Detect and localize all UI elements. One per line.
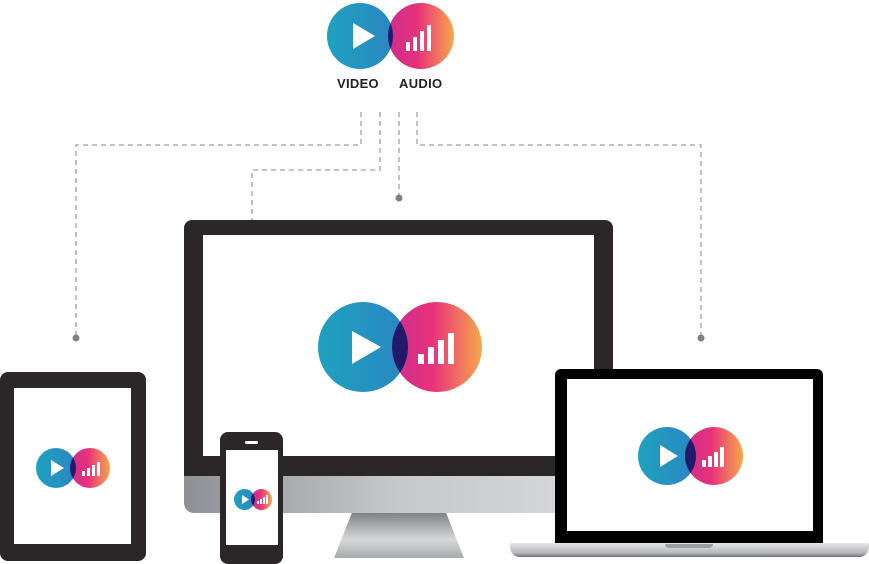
audio-label: AUDIO [399,76,443,91]
signal-bars-icon [257,495,268,504]
signal-bars-icon [406,25,431,51]
play-icon [51,460,64,476]
laptop-base [510,543,869,557]
play-icon [242,495,249,504]
tablet-logo [36,448,110,488]
phone-speaker [245,441,258,444]
play-icon [352,331,381,364]
phone-logo [234,489,272,510]
monitor-stand [334,512,464,558]
play-icon [353,23,375,49]
signal-bars-icon [82,462,100,476]
brand-logo [327,3,455,69]
monitor-logo [318,302,483,392]
play-icon [660,445,678,467]
signal-bars-icon [418,333,454,364]
signal-bars-icon [702,447,724,467]
video-label: VIDEO [337,76,379,91]
laptop-logo [638,427,744,485]
laptop-notch [665,544,713,548]
